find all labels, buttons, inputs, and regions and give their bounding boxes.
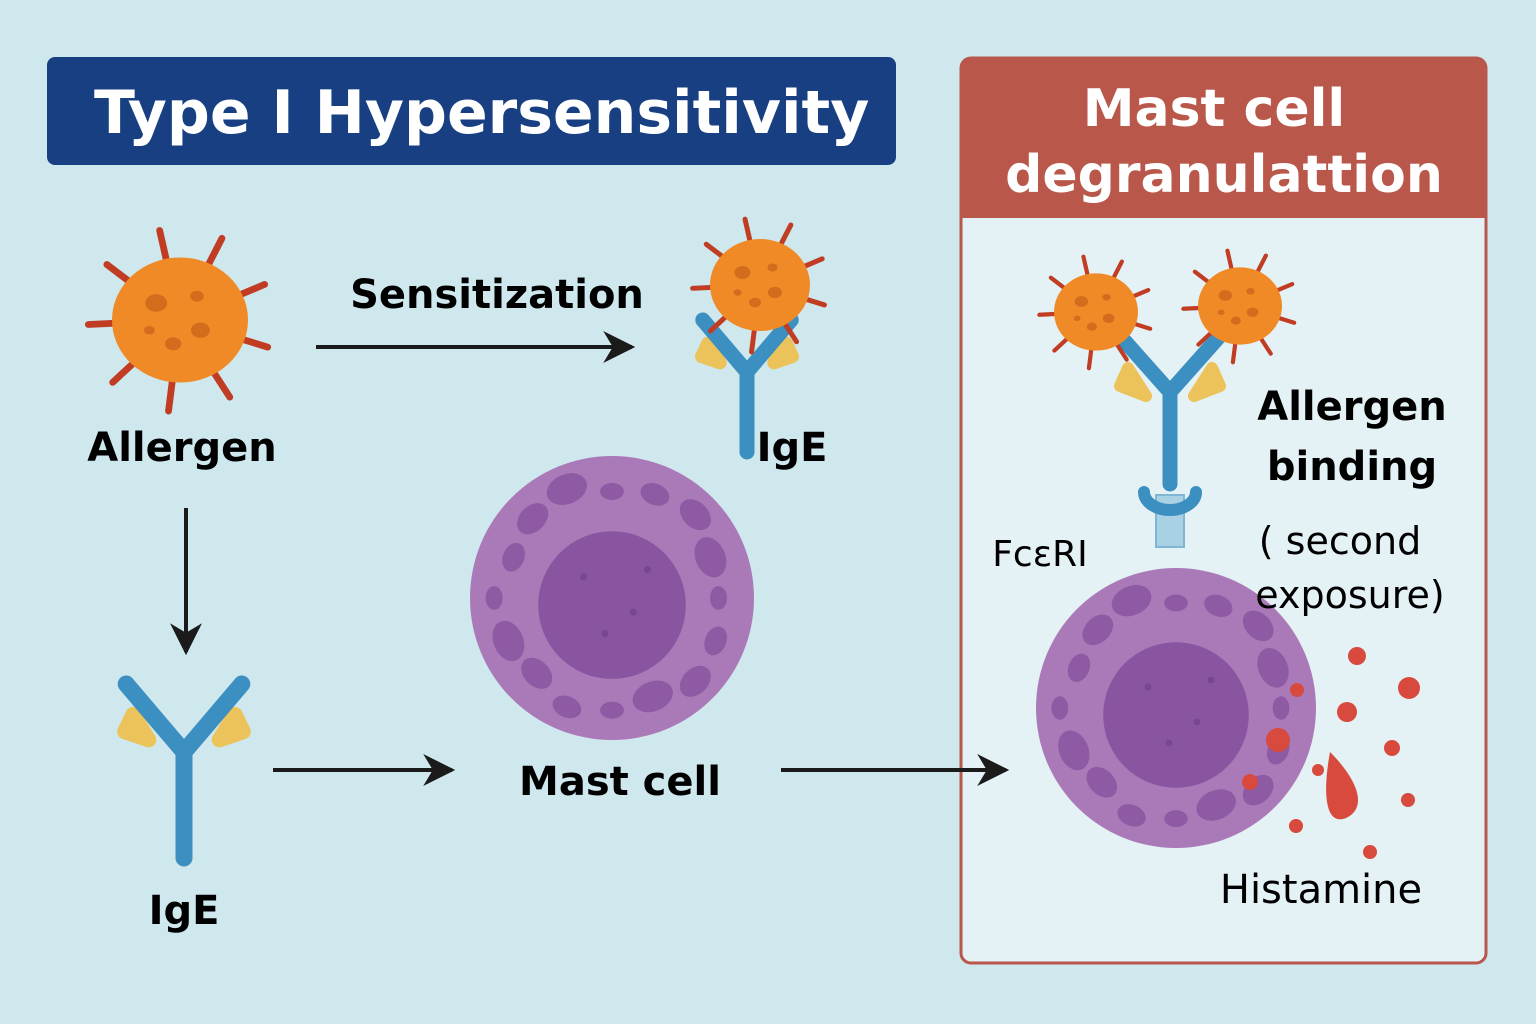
allergen-icon <box>84 227 272 415</box>
mast-cell-icon <box>470 456 754 740</box>
panel-allergen-right-icon <box>1181 248 1297 365</box>
panel-title-line2: degranulattion <box>1005 145 1443 205</box>
page-title: Type I Hypersensitivity <box>94 78 869 148</box>
title-bar <box>47 57 896 165</box>
ige-bottom-label: IgE <box>149 888 220 934</box>
ige-antibody-icon <box>117 675 251 867</box>
allergen-label: Allergen <box>87 425 276 471</box>
second-exposure-line2: exposure) <box>1255 573 1444 617</box>
histamine-label: Histamine <box>1220 867 1422 913</box>
ige-top-label: IgE <box>757 425 828 471</box>
allergen-binding-line1: Allergen <box>1257 384 1446 430</box>
panel-ige-cross-link-icon <box>1114 330 1226 548</box>
allergen-binding-line2: binding <box>1267 444 1437 490</box>
panel-header <box>961 58 1486 218</box>
panel-allergen-left-icon <box>1037 254 1153 371</box>
ige-with-allergen-icon <box>690 216 827 460</box>
second-exposure-line1: ( second <box>1259 519 1421 563</box>
mast-cell-label: Mast cell <box>519 759 721 805</box>
histamine-granules-icon <box>1242 647 1420 859</box>
fceri-receptor-label: FcεRI <box>992 534 1088 575</box>
panel-title-line1: Mast cell <box>1083 79 1346 139</box>
sensitization-label: Sensitization <box>350 272 644 318</box>
